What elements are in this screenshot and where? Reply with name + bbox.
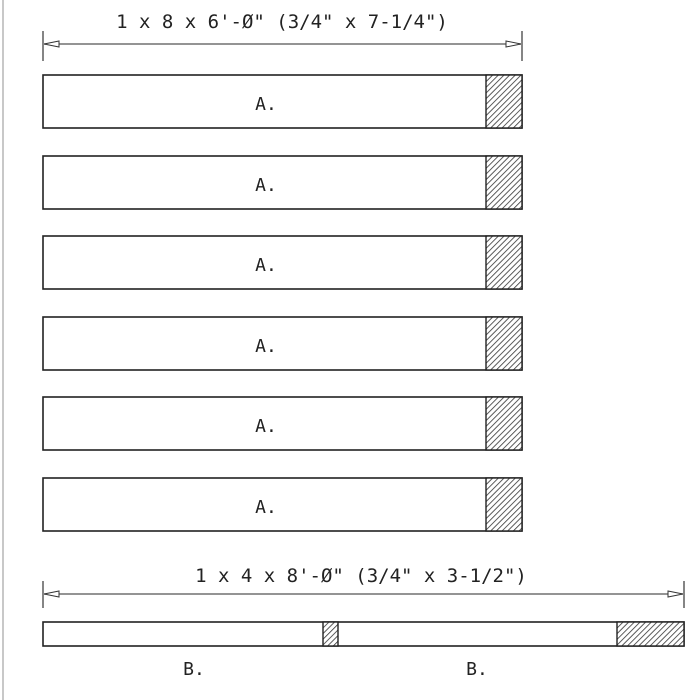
piece-label: A. <box>255 497 277 518</box>
waste-hatch <box>485 74 523 129</box>
waste-hatch <box>485 396 523 451</box>
piece-label: A. <box>255 416 277 437</box>
piece-label: A. <box>255 255 277 276</box>
piece-label: A. <box>255 175 277 196</box>
stock-b-dimension: 1 x 4 x 8'-Ø" (3/4" x 3-1/2") <box>42 565 685 608</box>
waste-hatch <box>485 316 523 371</box>
waste-hatch <box>485 477 523 532</box>
board-a-3: A. <box>42 235 523 290</box>
stock-a-dimension: 1 x 8 x 6'-Ø" (3/4" x 7-1/4") <box>42 11 523 61</box>
board-a-2: A. <box>42 155 523 210</box>
board-a-6: A. <box>42 477 523 532</box>
piece-label-b-1: B. <box>183 659 205 680</box>
piece-label-b-2: B. <box>466 659 488 680</box>
board-a-5: A. <box>42 396 523 451</box>
waste-hatch <box>485 235 523 290</box>
kerf-hatch <box>322 621 339 647</box>
board-b: B. B. <box>42 621 685 680</box>
stock-a-dimension-label: 1 x 8 x 6'-Ø" (3/4" x 7-1/4") <box>116 11 448 33</box>
stock-b-dimension-label: 1 x 4 x 8'-Ø" (3/4" x 3-1/2") <box>195 565 527 587</box>
board-a-4: A. <box>42 316 523 371</box>
page-border <box>2 0 4 700</box>
waste-hatch <box>485 155 523 210</box>
waste-hatch <box>616 621 685 647</box>
piece-label: A. <box>255 336 277 357</box>
board-a-1: A. <box>42 74 523 129</box>
piece-label: A. <box>255 94 277 115</box>
